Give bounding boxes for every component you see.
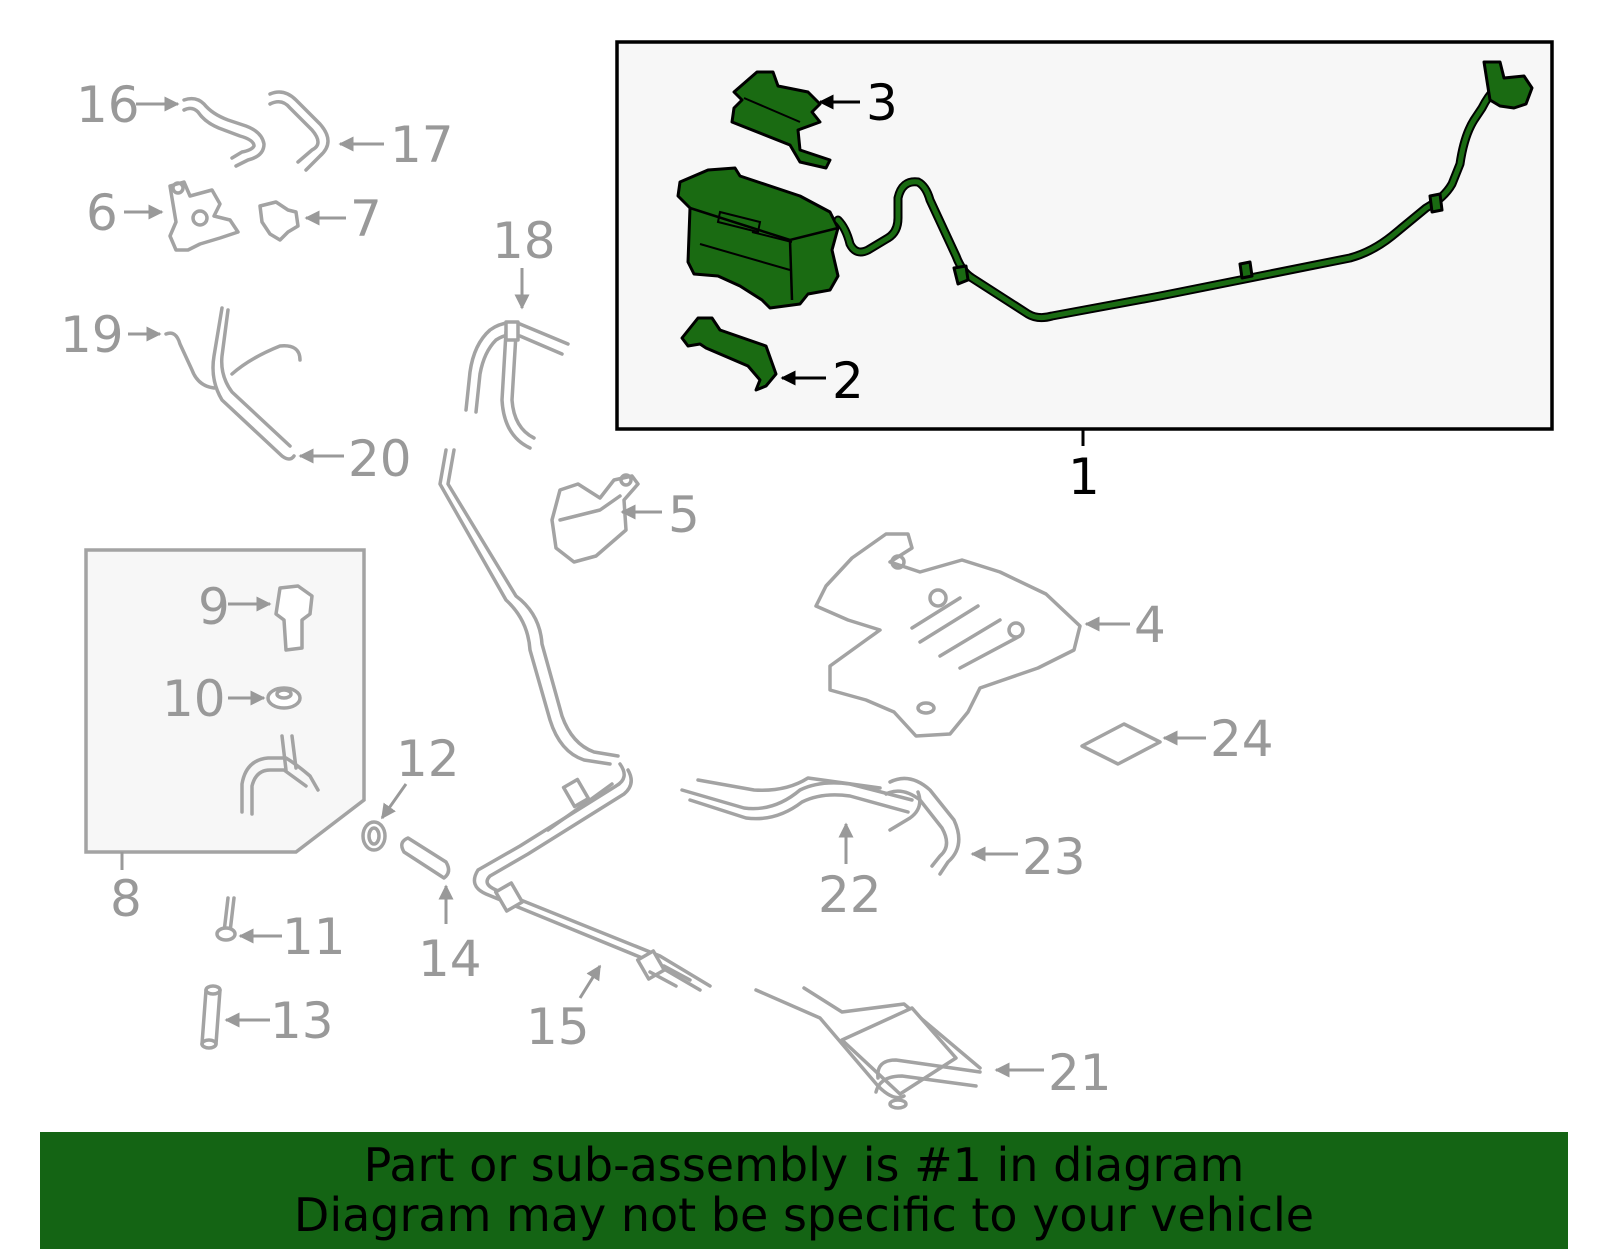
screw-part-11[interactable] — [215, 896, 237, 942]
callout-23: 23 — [970, 828, 1086, 886]
callout-label-20: 20 — [348, 430, 412, 488]
callout-3: 3 — [818, 74, 898, 132]
valve-part-6[interactable] — [168, 180, 240, 252]
hose-part-23[interactable] — [884, 776, 961, 876]
hose-part-17[interactable] — [268, 90, 330, 172]
hose-part-13[interactable] — [200, 984, 222, 1050]
shield-part-4[interactable] — [814, 532, 1082, 738]
callout-12: 12 — [380, 730, 460, 820]
hose-part-20[interactable] — [211, 306, 296, 461]
bracket-part-2[interactable] — [680, 316, 778, 392]
callout-6: 6 — [86, 184, 164, 242]
callout-2: 2 — [780, 352, 864, 410]
hose-part-14[interactable] — [400, 836, 451, 880]
vapor-tube[interactable] — [833, 60, 1534, 323]
callout-label-15: 15 — [526, 998, 590, 1056]
hose-part-19[interactable] — [164, 331, 302, 390]
callout-24: 24 — [1162, 710, 1274, 768]
callout-13: 13 — [224, 992, 334, 1050]
kit-hose[interactable] — [240, 734, 320, 816]
callout-9: 9 — [198, 578, 272, 636]
callout-label-17: 17 — [390, 116, 454, 174]
callout-label-3: 3 — [866, 74, 898, 132]
callout-21: 21 — [994, 1044, 1112, 1102]
callout-label-16: 16 — [76, 76, 140, 134]
callout-label-5: 5 — [668, 486, 700, 544]
callout-5: 5 — [620, 486, 700, 544]
callout-8: 8 — [110, 870, 142, 928]
callout-16: 16 — [76, 76, 180, 134]
hose-part-16[interactable] — [182, 96, 266, 168]
valve-part-5[interactable] — [550, 473, 640, 564]
callout-label-21: 21 — [1048, 1044, 1112, 1102]
callout-4: 4 — [1084, 596, 1166, 654]
pipe-part-15[interactable] — [438, 448, 712, 992]
callout-label-1: 1 — [1068, 448, 1100, 506]
callout-20: 20 — [298, 430, 412, 488]
callout-label-9: 9 — [198, 578, 230, 636]
banner-line-2: Diagram may not be specific to your vehi… — [293, 1188, 1315, 1242]
callout-label-2: 2 — [832, 352, 864, 410]
callout-label-14: 14 — [418, 930, 482, 988]
callout-label-10: 10 — [162, 670, 226, 728]
hose-part-18[interactable] — [464, 320, 570, 450]
callout-label-7: 7 — [350, 190, 382, 248]
grommet-part-10[interactable] — [266, 686, 302, 710]
callout-18: 18 — [492, 212, 556, 310]
callout-label-23: 23 — [1022, 828, 1086, 886]
callout-label-6: 6 — [86, 184, 118, 242]
clamp-part-12[interactable] — [361, 820, 387, 852]
callout-10: 10 — [162, 670, 266, 728]
fitting-part-7[interactable] — [258, 200, 300, 242]
callout-label-11: 11 — [282, 908, 346, 966]
callout-label-8: 8 — [110, 870, 142, 928]
pipe-part-22[interactable] — [680, 776, 922, 832]
callout-22: 22 — [818, 822, 882, 924]
callout-17: 17 — [338, 116, 454, 174]
callout-14: 14 — [418, 884, 482, 988]
callout-label-19: 19 — [60, 306, 124, 364]
callout-15: 15 — [526, 964, 602, 1056]
callout-7: 7 — [304, 190, 382, 248]
callout-label-13: 13 — [270, 992, 334, 1050]
callout-label-24: 24 — [1210, 710, 1274, 768]
bracket-part-3[interactable] — [730, 70, 832, 170]
heater-part-21[interactable] — [754, 986, 982, 1110]
callout-11: 11 — [238, 908, 346, 966]
callout-1: 1 — [1068, 448, 1100, 506]
info-banner: Part or sub-assembly is #1 in diagram Di… — [40, 1132, 1568, 1249]
pad-part-24[interactable] — [1080, 722, 1162, 766]
callout-19: 19 — [60, 306, 162, 364]
bolt-part-9[interactable] — [274, 584, 314, 652]
callout-label-22: 22 — [818, 866, 882, 924]
banner-line-1: Part or sub-assembly is #1 in diagram — [363, 1138, 1245, 1192]
callout-label-4: 4 — [1134, 596, 1166, 654]
evap-canister[interactable] — [676, 166, 840, 310]
callout-label-12: 12 — [396, 730, 460, 788]
callout-label-18: 18 — [492, 212, 556, 270]
